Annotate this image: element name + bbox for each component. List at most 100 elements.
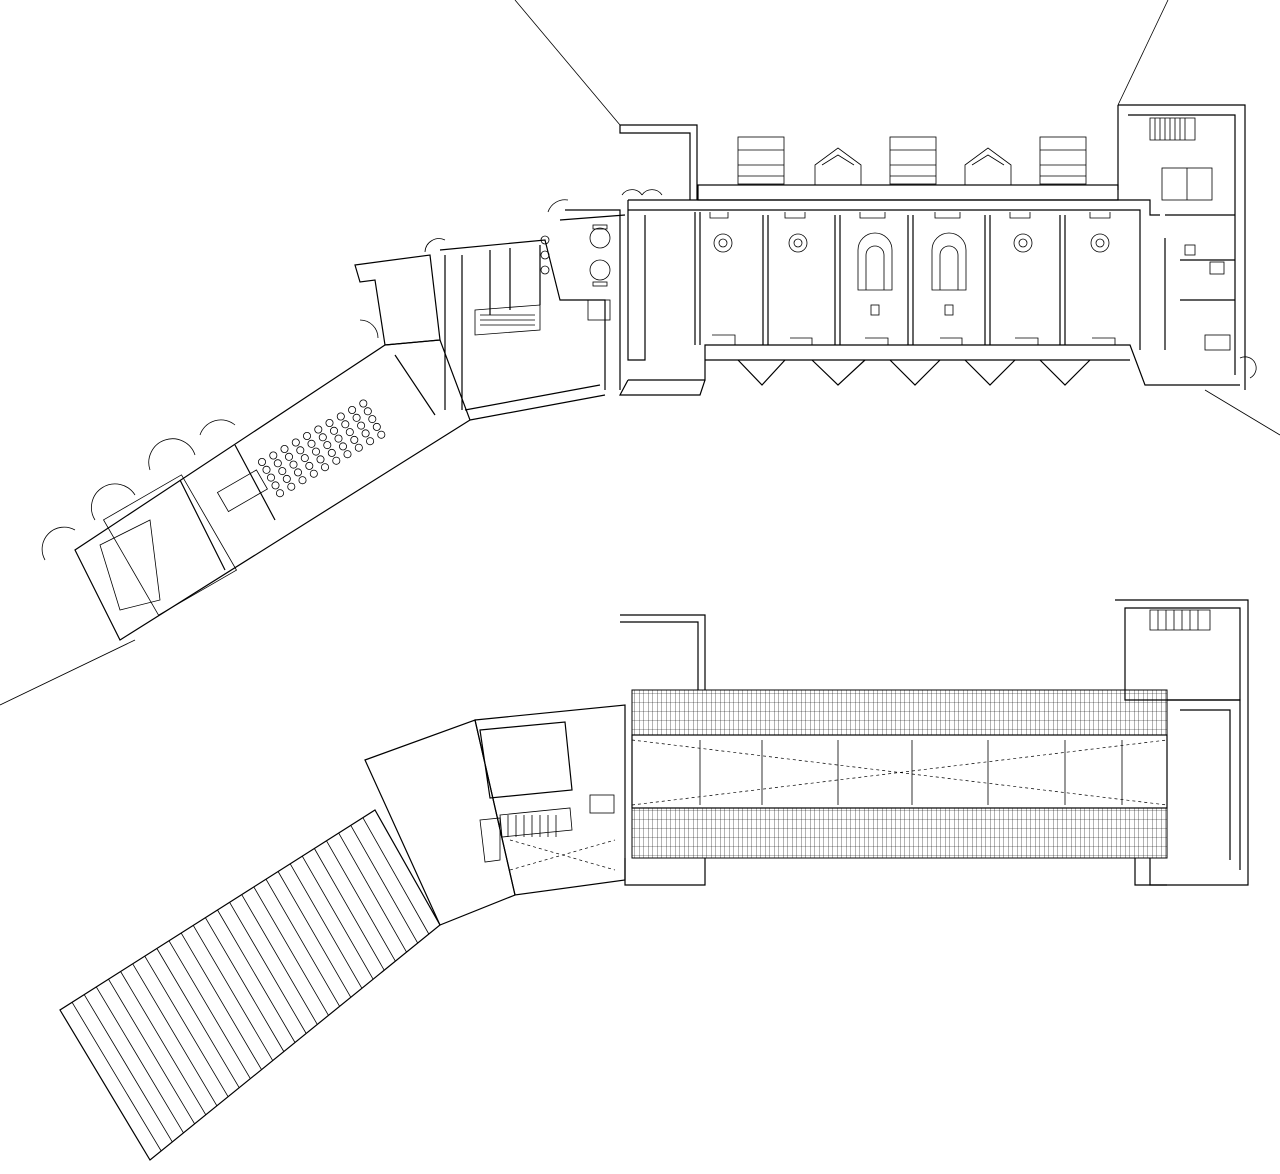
- entrance-wall: [619, 124, 698, 200]
- auditorium-seat: [325, 418, 334, 427]
- auditorium-seat: [341, 420, 350, 429]
- auditorium-seat: [372, 422, 381, 431]
- balcony-furniture: [737, 136, 1087, 185]
- auditorium-seat: [363, 407, 372, 416]
- auditorium-seat: [291, 438, 300, 447]
- auditorium-seat: [305, 461, 314, 470]
- auditorium-seat: [343, 450, 352, 459]
- service-block-right: [1117, 104, 1257, 390]
- auditorium-seat: [352, 413, 361, 422]
- ramp-tread: [95, 986, 184, 1134]
- auditorium-seat: [327, 448, 336, 457]
- balcony-strip: [697, 184, 1119, 201]
- entrance-door-swing: [359, 319, 379, 339]
- auditorium-seat: [336, 412, 345, 421]
- auditorium-seat: [332, 456, 341, 465]
- entrance-room: [354, 254, 441, 346]
- auditorium-seat: [269, 451, 278, 460]
- auditorium-seat: [334, 434, 343, 443]
- upper-stair: [1149, 609, 1211, 631]
- auditorium-seat: [302, 431, 311, 440]
- auditorium-seat: [300, 454, 309, 463]
- auditorium-seat: [323, 441, 332, 450]
- auditorium-seat: [361, 429, 370, 438]
- ramp-tread: [265, 878, 340, 1007]
- upper-link-block: [474, 704, 626, 896]
- auditorium-seat: [329, 426, 338, 435]
- auditorium-seat: [320, 463, 329, 472]
- auditorium-seat: [307, 439, 316, 448]
- auditorium-seat: [309, 469, 318, 478]
- auditorium-seat: [271, 481, 280, 490]
- auditorium-seat: [316, 455, 325, 464]
- auditorium-seat: [282, 474, 291, 483]
- roof-light-well: [631, 734, 1168, 809]
- auditorium-seat: [280, 444, 289, 453]
- upper-right-wing: [1167, 699, 1241, 870]
- ramp-tread: [180, 932, 262, 1070]
- ramp-tread: [338, 832, 407, 953]
- auditorium-seat: [345, 428, 354, 437]
- auditorium-seat: [273, 459, 282, 468]
- ramp-tread: [253, 886, 329, 1016]
- ramp-tread: [241, 894, 318, 1025]
- auditorium-seating: [257, 399, 386, 498]
- main-hall: [619, 199, 1240, 396]
- access-ramp: [59, 809, 441, 1161]
- roof-tiles-bottom: [631, 807, 1168, 859]
- ramp-tread: [71, 1002, 162, 1152]
- ground-floor-plan: [0, 0, 1280, 706]
- ramp-tread: [192, 925, 274, 1061]
- auditorium-seat: [354, 443, 363, 452]
- auditorium-seat: [359, 399, 368, 408]
- auditorium-seat: [314, 425, 323, 434]
- ramp-tread: [289, 863, 363, 989]
- site-boundary-line: [0, 0, 1280, 706]
- ramp-tread: [120, 971, 207, 1116]
- auditorium-seat: [366, 437, 375, 446]
- ramp-tread: [156, 948, 240, 1088]
- auditorium-seat: [278, 467, 287, 476]
- auditorium-seat: [289, 460, 298, 469]
- auditorium-seat: [298, 476, 307, 485]
- ramp-tread: [205, 917, 285, 1052]
- auditorium-seat: [284, 452, 293, 461]
- ramp-treads: [71, 817, 430, 1152]
- auditorium-wing: [41, 339, 471, 641]
- auditorium-seat: [377, 430, 386, 439]
- ramp-tread: [168, 940, 251, 1079]
- ramp-tread: [326, 840, 396, 962]
- auditorium-seat: [338, 442, 347, 451]
- auditorium-seat: [318, 433, 327, 442]
- ramp-tread: [144, 955, 229, 1097]
- ramp-tread: [301, 856, 374, 980]
- auditorium-seat: [368, 415, 377, 424]
- ramp-tread: [314, 848, 385, 971]
- auditorium-seat: [296, 446, 305, 455]
- roof-tiles-top: [631, 689, 1168, 736]
- auditorium-seat: [311, 447, 320, 456]
- ramp-tread: [362, 817, 430, 935]
- upper-chimney-wall: [620, 614, 706, 690]
- upper-terrace: [364, 719, 516, 926]
- auditorium-seat: [275, 489, 284, 498]
- auditorium-seat: [348, 405, 357, 414]
- ramp-tread: [108, 978, 195, 1125]
- auditorium-seat: [350, 435, 359, 444]
- ramp-tread: [217, 909, 296, 1043]
- ramp-tread: [350, 825, 419, 944]
- auditorium-seat: [287, 482, 296, 491]
- cafe-block: [424, 189, 663, 421]
- ramp-tread: [277, 871, 352, 998]
- upper-floor-roof-plan: [59, 599, 1249, 1161]
- ramp-tread: [83, 994, 173, 1143]
- ramp-tread: [229, 902, 307, 1034]
- ramp-tread: [132, 963, 218, 1107]
- auditorium-seat: [357, 421, 366, 430]
- auditorium-seat: [293, 468, 302, 477]
- upper-bottom-stub: [624, 858, 1167, 886]
- auditorium-seat: [262, 465, 271, 474]
- auditorium-seat: [257, 457, 266, 466]
- auditorium-seat: [266, 473, 275, 482]
